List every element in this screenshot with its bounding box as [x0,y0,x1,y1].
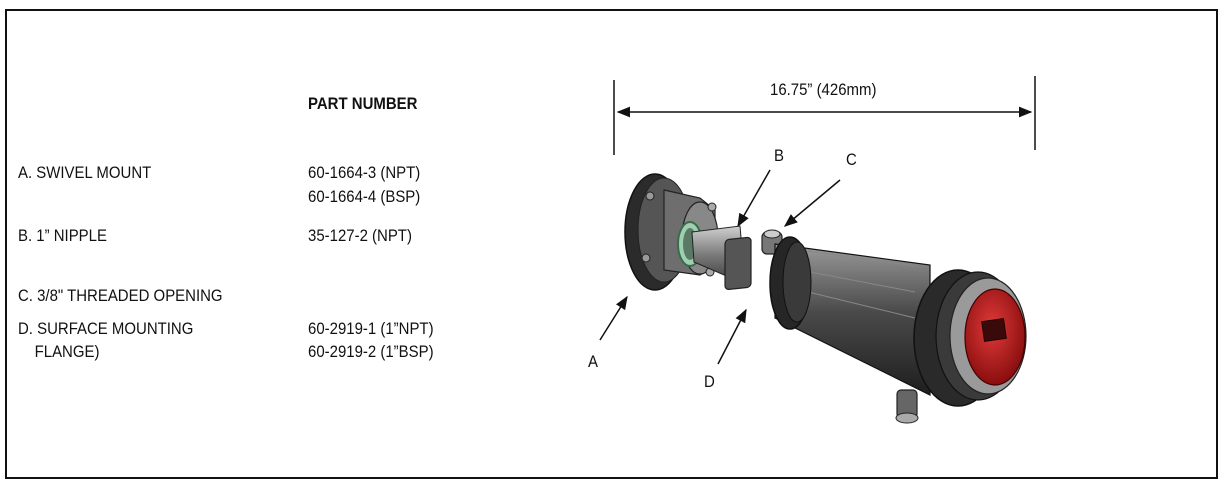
callout-label-c: C [846,150,857,169]
part-d-number-npt: 60-2919-1 (1”NPT) [308,319,434,338]
callout-arrow-d [717,308,747,365]
dimension-indicator [613,76,1036,155]
detector-body [769,236,931,424]
callout-arrows [599,169,841,365]
part-d-name-line2: FLANGE) [18,342,100,361]
callout-arrow-a [599,295,628,341]
part-a-number-npt: 60-1664-3 (NPT) [308,163,421,182]
callout-label-b: B [774,146,784,165]
swivel-mount-flange [624,173,719,291]
part-d-number-bsp: 60-2919-2 (1”BSP) [308,342,434,361]
callout-label-d: D [704,372,715,391]
callout-label-a: A [588,352,598,371]
part-c-name: C. 3/8" THREADED OPENING [18,286,223,305]
part-a-number-bsp: 60-1664-4 (BSP) [308,187,421,206]
part-d-name-line1: D. SURFACE MOUNTING [18,319,194,338]
nipple-pipe [691,225,752,291]
part-a-name: A. SWIVEL MOUNT [18,163,152,182]
figure-frame [5,9,1218,479]
detector-front-housing [913,269,1027,407]
callout-arrow-b [737,169,771,228]
part-number-header: PART NUMBER [308,94,418,113]
callout-arrow-c [783,179,841,227]
dimension-label: 16.75” (426mm) [770,80,877,99]
part-b-name: B. 1” NIPPLE [18,226,107,245]
part-b-number: 35-127-2 (NPT) [308,226,412,245]
